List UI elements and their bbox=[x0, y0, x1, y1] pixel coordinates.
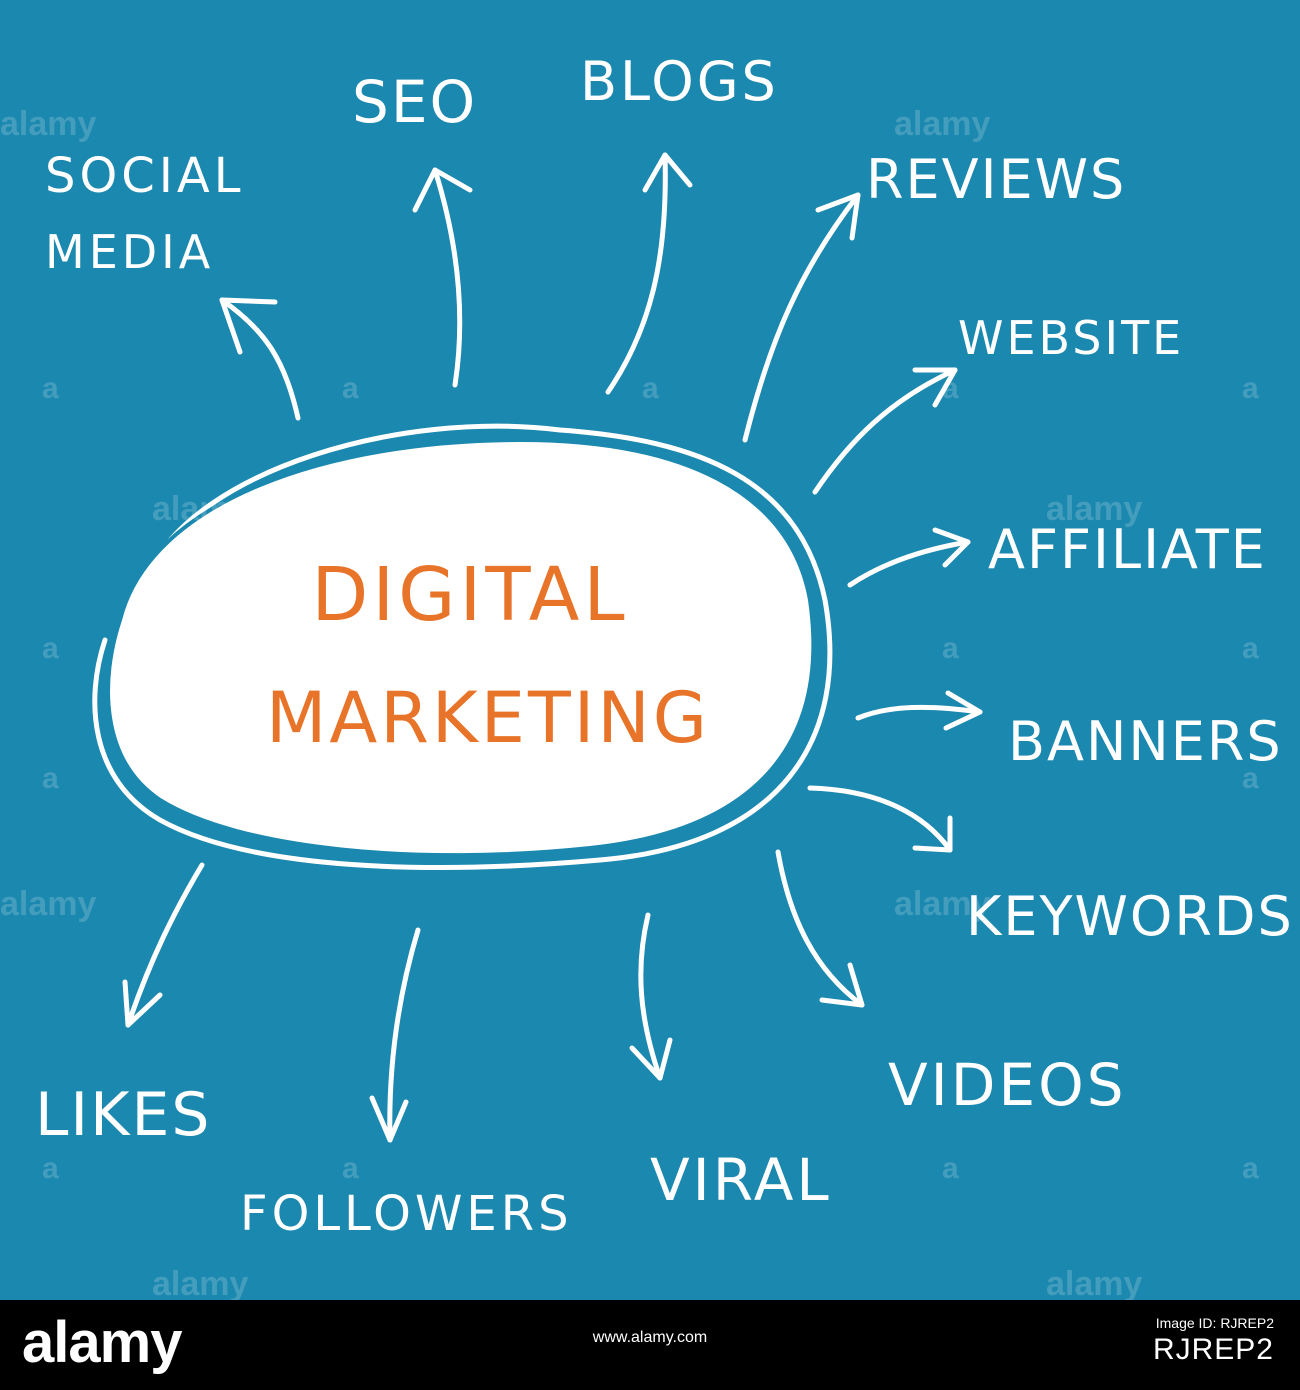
center-ellipse-inner bbox=[106, 437, 816, 858]
label-affiliate: AFFILIATE bbox=[988, 518, 1267, 581]
arrow-seo bbox=[412, 167, 473, 388]
label-social-media-line2: MEDIA bbox=[45, 225, 214, 279]
arrow-affiliate bbox=[847, 527, 971, 588]
label-banners: BANNERS bbox=[1008, 710, 1283, 773]
center-ellipse-outer bbox=[92, 423, 833, 870]
arrow-blogs bbox=[605, 152, 693, 395]
label-seo: SEO bbox=[352, 68, 477, 136]
footer-meta: Image ID: RJREP2 RJREP2 bbox=[1153, 1314, 1274, 1368]
arrow-social-media bbox=[219, 297, 301, 421]
arrow-keywords bbox=[807, 785, 953, 853]
label-videos: VIDEOS bbox=[888, 1051, 1127, 1119]
arrow-videos bbox=[775, 849, 865, 1008]
arrow-banners bbox=[855, 690, 983, 731]
diagram-canvas: DIGITAL MARKETING bbox=[0, 0, 1300, 1300]
footer-logo: alamy bbox=[22, 1310, 182, 1375]
label-blogs: BLOGS bbox=[580, 50, 779, 113]
label-followers: FOLLOWERS bbox=[240, 1186, 573, 1242]
label-keywords: KEYWORDS bbox=[966, 885, 1294, 948]
branch-labels: SOCIAL MEDIA SEO BLOGS REVIEWS WEBSITE A… bbox=[35, 50, 1294, 1242]
center-title-line2: MARKETING bbox=[266, 677, 710, 759]
label-social-media-line1: SOCIAL bbox=[45, 148, 245, 204]
arrow-likes bbox=[122, 862, 205, 1028]
footer-url[interactable]: www.alamy.com bbox=[592, 1329, 708, 1346]
arrow-reviews bbox=[742, 192, 861, 443]
label-viral: VIRAL bbox=[650, 1146, 832, 1214]
center-node: DIGITAL MARKETING bbox=[92, 423, 833, 870]
footer-bar: alamy www.alamy.com Image ID: RJREP2 RJR… bbox=[0, 1300, 1300, 1390]
connector-arrows bbox=[122, 152, 983, 1143]
center-title-line1: DIGITAL bbox=[311, 552, 628, 638]
arrow-viral bbox=[629, 912, 673, 1081]
mind-map: DIGITAL MARKETING bbox=[0, 0, 1300, 1300]
arrow-website bbox=[812, 367, 958, 495]
image-id-label: Image ID: RJREP2 bbox=[1155, 1315, 1274, 1331]
image-id: RJREP2 bbox=[1152, 1333, 1274, 1366]
label-likes: LIKES bbox=[35, 1080, 211, 1150]
arrow-followers bbox=[369, 927, 421, 1143]
label-reviews: REVIEWS bbox=[866, 148, 1126, 211]
label-website: WEBSITE bbox=[958, 311, 1184, 365]
